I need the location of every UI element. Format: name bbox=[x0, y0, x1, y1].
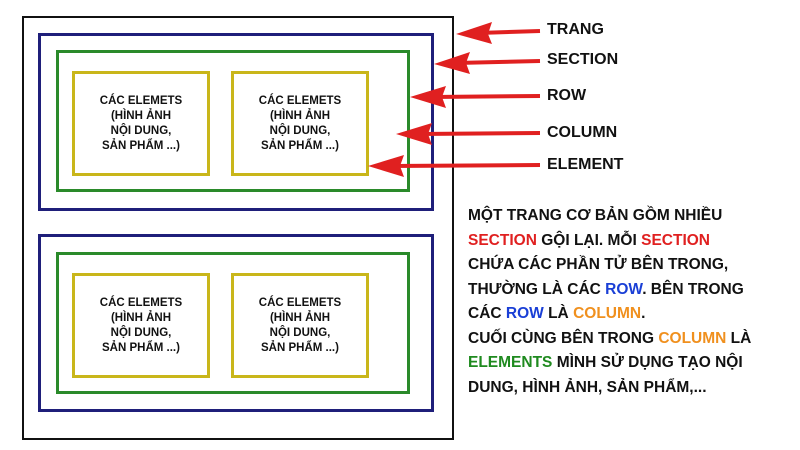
column-box: CÁC ELEMETS (HÌNH ẢNH NỘI DUNG, SẢN PHẨM… bbox=[72, 71, 210, 176]
highlight-section: SECTION bbox=[468, 231, 537, 249]
description: MỘT TRANG CƠ BẢN GỒM NHIỀU SECTION GỘI L… bbox=[468, 204, 796, 400]
element-text: CÁC ELEMETS (HÌNH ẢNH NỘI DUNG, SẢN PHẨM… bbox=[99, 296, 183, 354]
label-column: COLUMN bbox=[547, 124, 618, 141]
column-box: CÁC ELEMETS (HÌNH ẢNH NỘI DUNG, SẢN PHẨM… bbox=[231, 71, 369, 176]
description-line: CÁC ROW LÀ COLUMN. bbox=[468, 305, 646, 322]
highlight-row: ROW bbox=[605, 280, 643, 298]
label-row: ROW bbox=[547, 87, 587, 104]
arrow-trang bbox=[456, 22, 541, 44]
element-text: CÁC ELEMETS (HÌNH ẢNH NỘI DUNG, SẢN PHẨM… bbox=[258, 296, 342, 354]
description-line: ELEMENTS MÌNH SỬ DỤNG TẠO NỘI bbox=[468, 354, 743, 371]
element-text: CÁC ELEMETS (HÌNH ẢNH NỘI DUNG, SẢN PHẨM… bbox=[258, 94, 342, 152]
highlight-column: COLUMN bbox=[573, 305, 642, 322]
highlight-row: ROW bbox=[505, 305, 544, 322]
label-section: SECTION bbox=[547, 51, 619, 68]
arrow-element bbox=[368, 155, 541, 177]
highlight-column: COLUMN bbox=[658, 329, 727, 347]
element-text: CÁC ELEMETS (HÌNH ẢNH NỘI DUNG, SẢN PHẨM… bbox=[99, 94, 183, 152]
arrow-section bbox=[434, 52, 541, 74]
highlight-elements: ELEMENTS bbox=[468, 354, 553, 371]
description-line: SECTION GỘI LẠI. MỖI SECTION bbox=[468, 231, 711, 249]
description-line: CHỨA CÁC PHẦN TỬ BÊN TRONG, bbox=[468, 256, 729, 273]
highlight-section: SECTION bbox=[641, 231, 711, 249]
row-box-bottom bbox=[56, 252, 410, 394]
description-line: DUNG, HÌNH ẢNH, SẢN PHẨM,... bbox=[468, 378, 707, 396]
section-box-top bbox=[38, 33, 434, 211]
label-trang: TRANG bbox=[547, 21, 604, 38]
column-box: CÁC ELEMETS (HÌNH ẢNH NỘI DUNG, SẢN PHẨM… bbox=[72, 273, 210, 378]
column-box: CÁC ELEMETS (HÌNH ẢNH NỘI DUNG, SẢN PHẨM… bbox=[231, 273, 369, 378]
page-box bbox=[22, 16, 454, 440]
description-line: THƯỜNG LÀ CÁC ROW. BÊN TRONG bbox=[468, 280, 744, 298]
arrow-column bbox=[396, 123, 541, 145]
description-line: CUỐI CÙNG BÊN TRONG COLUMN LÀ bbox=[468, 329, 752, 347]
label-element: ELEMENT bbox=[547, 156, 624, 173]
section-box-bottom bbox=[38, 234, 434, 412]
arrow-row bbox=[410, 86, 541, 108]
description-line: MỘT TRANG CƠ BẢN GỒM NHIỀU bbox=[468, 207, 723, 224]
row-box-top bbox=[56, 50, 410, 192]
